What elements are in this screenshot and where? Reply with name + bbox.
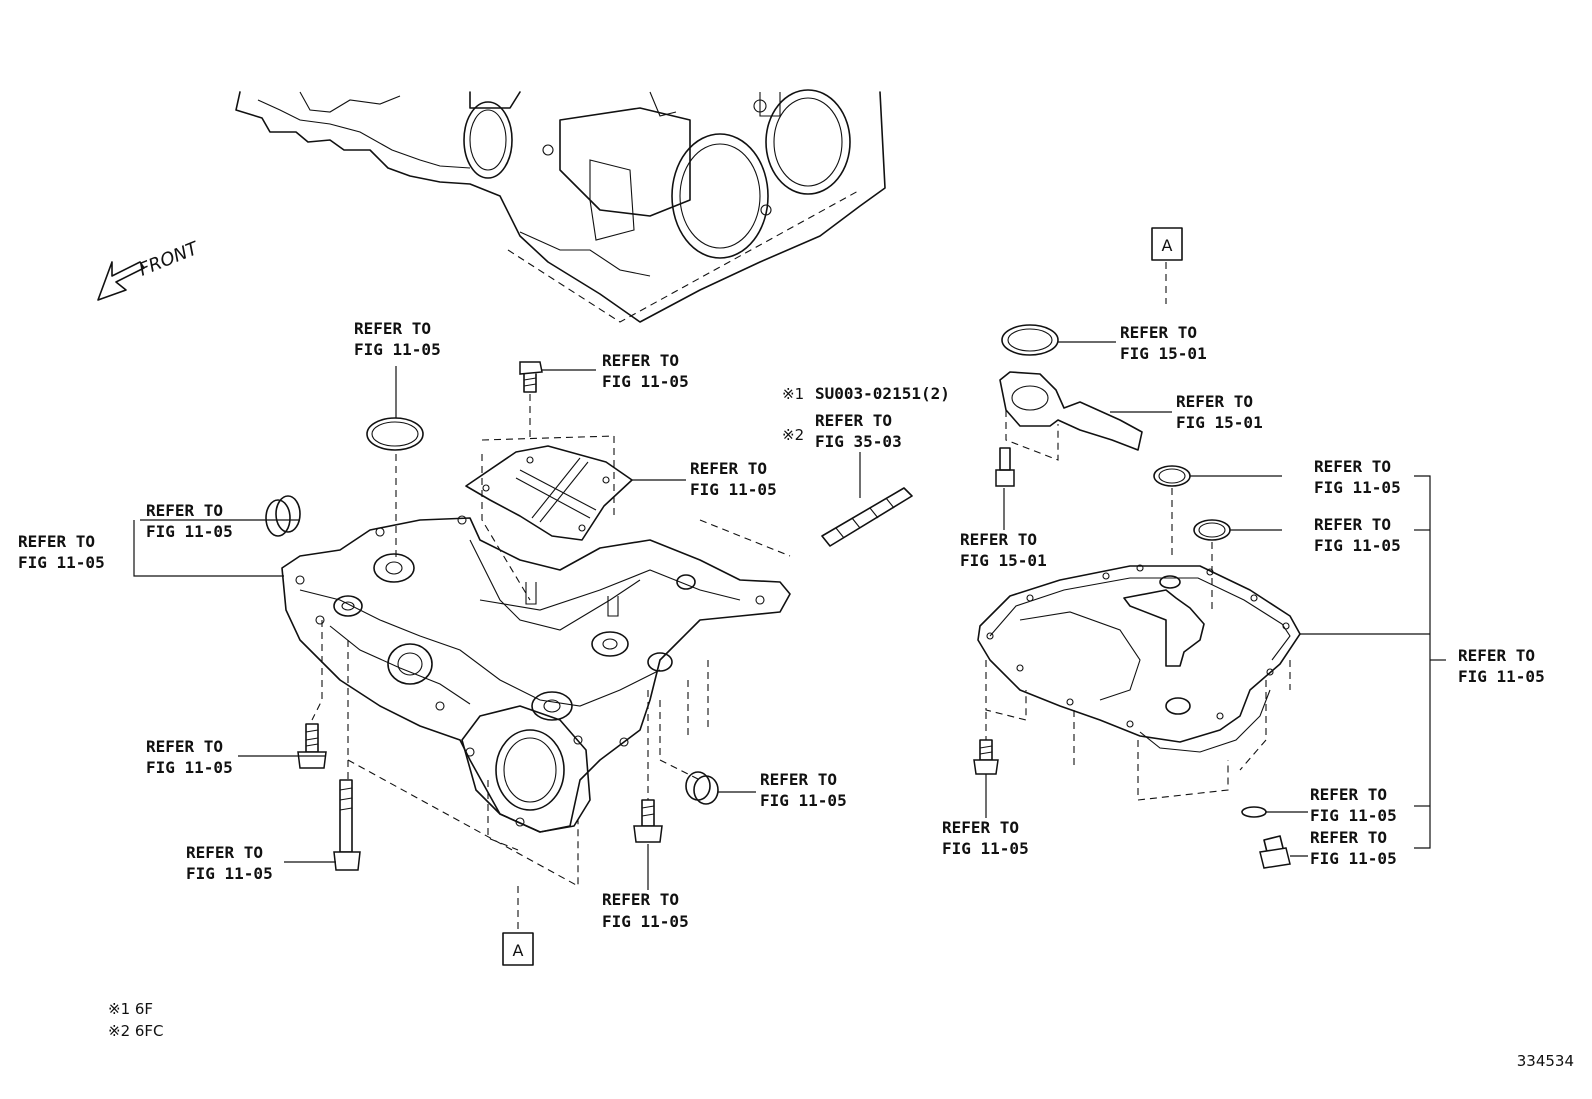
svg-text:REFER TO: REFER TO — [1314, 457, 1391, 476]
reference-box-a-top: A — [1151, 227, 1183, 304]
pan-bolt-icon — [973, 739, 999, 775]
svg-text:FIG 11-05: FIG 11-05 — [354, 340, 441, 359]
callout-pan-bolt: REFER TO FIG 11-05 — [942, 818, 1029, 858]
svg-text:FIG 11-05: FIG 11-05 — [1314, 478, 1401, 497]
svg-text:FIG 11-05: FIG 11-05 — [186, 864, 273, 883]
svg-text:REFER TO: REFER TO — [1310, 828, 1387, 847]
stud-bolt-icon — [821, 487, 913, 547]
svg-text:FIG 11-05: FIG 11-05 — [146, 758, 233, 777]
svg-text:REFER TO: REFER TO — [942, 818, 1019, 837]
svg-text:FIG 15-01: FIG 15-01 — [1120, 344, 1207, 363]
callout-stud-bolt-long: REFER TO FIG 11-05 — [186, 843, 273, 883]
leader-lines — [133, 341, 1446, 890]
svg-text:※2 6FC: ※2 6FC — [108, 1022, 164, 1040]
drain-gasket-icon — [1241, 806, 1267, 818]
svg-text:REFER TO: REFER TO — [690, 459, 767, 478]
callout-strainer: REFER TO FIG 15-01 — [1176, 392, 1263, 432]
svg-text:REFER TO: REFER TO — [146, 501, 223, 520]
callout-bolt-lower-left: REFER TO FIG 11-05 — [146, 737, 233, 777]
svg-text:REFER TO: REFER TO — [1176, 392, 1253, 411]
svg-text:FIG 11-05: FIG 11-05 — [1310, 849, 1397, 868]
svg-text:※2: ※2 — [782, 426, 804, 444]
plug-left-icon — [265, 495, 301, 537]
svg-text:FIG 11-05: FIG 11-05 — [760, 791, 847, 810]
svg-text:FIG 15-01: FIG 15-01 — [1176, 413, 1263, 432]
bolt-top-icon — [519, 361, 543, 393]
svg-text:FIG 11-05: FIG 11-05 — [1310, 806, 1397, 825]
svg-text:SU003-02151(2): SU003-02151(2) — [815, 384, 950, 403]
svg-text:REFER TO: REFER TO — [1120, 323, 1197, 342]
svg-text:REFER TO: REFER TO — [602, 351, 679, 370]
strainer-oring — [1001, 324, 1059, 356]
callout-plug-left-inner: REFER TO FIG 11-05 — [146, 501, 233, 541]
baffle-plate — [465, 435, 633, 541]
svg-text:FIG 11-05: FIG 11-05 — [602, 372, 689, 391]
callout-strainer-bolt: REFER TO FIG 15-01 — [960, 530, 1047, 570]
oil-strainer — [999, 371, 1143, 461]
svg-text:A: A — [513, 941, 524, 960]
svg-text:REFER TO: REFER TO — [1310, 785, 1387, 804]
callout-bolt-lower-center: REFER TO FIG 11-05 — [602, 890, 689, 931]
plug-right-icon — [685, 771, 719, 805]
callout-baffle-plate: REFER TO FIG 11-05 — [690, 459, 777, 499]
svg-text:FIG 11-05: FIG 11-05 — [690, 480, 777, 499]
footnotes: ※1 6F ※2 6FC — [108, 1000, 164, 1040]
svg-text:REFER TO: REFER TO — [602, 890, 679, 909]
front-arrow-icon: FRONT — [97, 237, 203, 301]
front-label: FRONT — [136, 237, 203, 280]
svg-text:REFER TO: REFER TO — [186, 843, 263, 862]
long-bolt-icon — [333, 779, 361, 871]
bolt-lower-center-icon — [633, 799, 663, 843]
svg-text:A: A — [1162, 236, 1173, 255]
svg-text:REFER TO: REFER TO — [815, 411, 892, 430]
svg-text:FIG 15-01: FIG 15-01 — [960, 551, 1047, 570]
callout-oil-pan-upper: REFER TO FIG 11-05 — [18, 532, 105, 572]
drain-plug-icon — [1259, 835, 1291, 869]
svg-text:FIG 11-05: FIG 11-05 — [1314, 536, 1401, 555]
svg-text:REFER TO: REFER TO — [960, 530, 1037, 549]
svg-text:REFER TO: REFER TO — [18, 532, 95, 551]
callout-plug-right: REFER TO FIG 11-05 — [760, 770, 847, 810]
strainer-bolt-icon — [995, 447, 1015, 487]
callout-oil-pan-lower: REFER TO FIG 11-05 — [1458, 646, 1545, 686]
svg-text:REFER TO: REFER TO — [760, 770, 837, 789]
svg-text:REFER TO: REFER TO — [146, 737, 223, 756]
callout-pan-oring-2: REFER TO FIG 11-05 — [1314, 515, 1401, 555]
lower-oil-pan-illustration — [977, 564, 1301, 801]
pan-oring-1 — [1153, 465, 1191, 556]
oring-left — [366, 417, 424, 451]
pan-oring-2 — [1193, 519, 1231, 610]
engine-block-illustration — [235, 89, 886, 323]
svg-text:※1 6F: ※1 6F — [108, 1000, 153, 1018]
svg-text:FIG 11-05: FIG 11-05 — [1458, 667, 1545, 686]
svg-text:FIG 11-05: FIG 11-05 — [146, 522, 233, 541]
callout-oring-strainer: REFER TO FIG 15-01 — [1120, 323, 1207, 363]
svg-text:FIG 11-05: FIG 11-05 — [18, 553, 105, 572]
callout-drain-plug: REFER TO FIG 11-05 — [1310, 828, 1397, 868]
svg-text:REFER TO: REFER TO — [1458, 646, 1535, 665]
reference-box-a-bottom: A — [502, 932, 534, 966]
callout-drain-gasket: REFER TO FIG 11-05 — [1310, 785, 1397, 825]
stud-note: ※1 SU003-02151(2) ※2 REFER TO FIG 35-03 — [782, 384, 950, 451]
upper-oil-pan-illustration — [281, 394, 791, 932]
svg-text:※1: ※1 — [782, 385, 804, 403]
callout-pan-oring-1: REFER TO FIG 11-05 — [1314, 457, 1401, 497]
figure-number: 334534 — [1517, 1052, 1574, 1070]
svg-text:FIG 11-05: FIG 11-05 — [602, 912, 689, 931]
callout-bolt-top: REFER TO FIG 11-05 — [602, 351, 689, 391]
callout-gasket-left: REFER TO FIG 11-05 — [354, 319, 441, 359]
svg-text:REFER TO: REFER TO — [354, 319, 431, 338]
svg-text:FIG 11-05: FIG 11-05 — [942, 839, 1029, 858]
svg-text:REFER TO: REFER TO — [1314, 515, 1391, 534]
svg-text:FIG 35-03: FIG 35-03 — [815, 432, 902, 451]
bolt-lower-left-icon — [297, 723, 327, 769]
